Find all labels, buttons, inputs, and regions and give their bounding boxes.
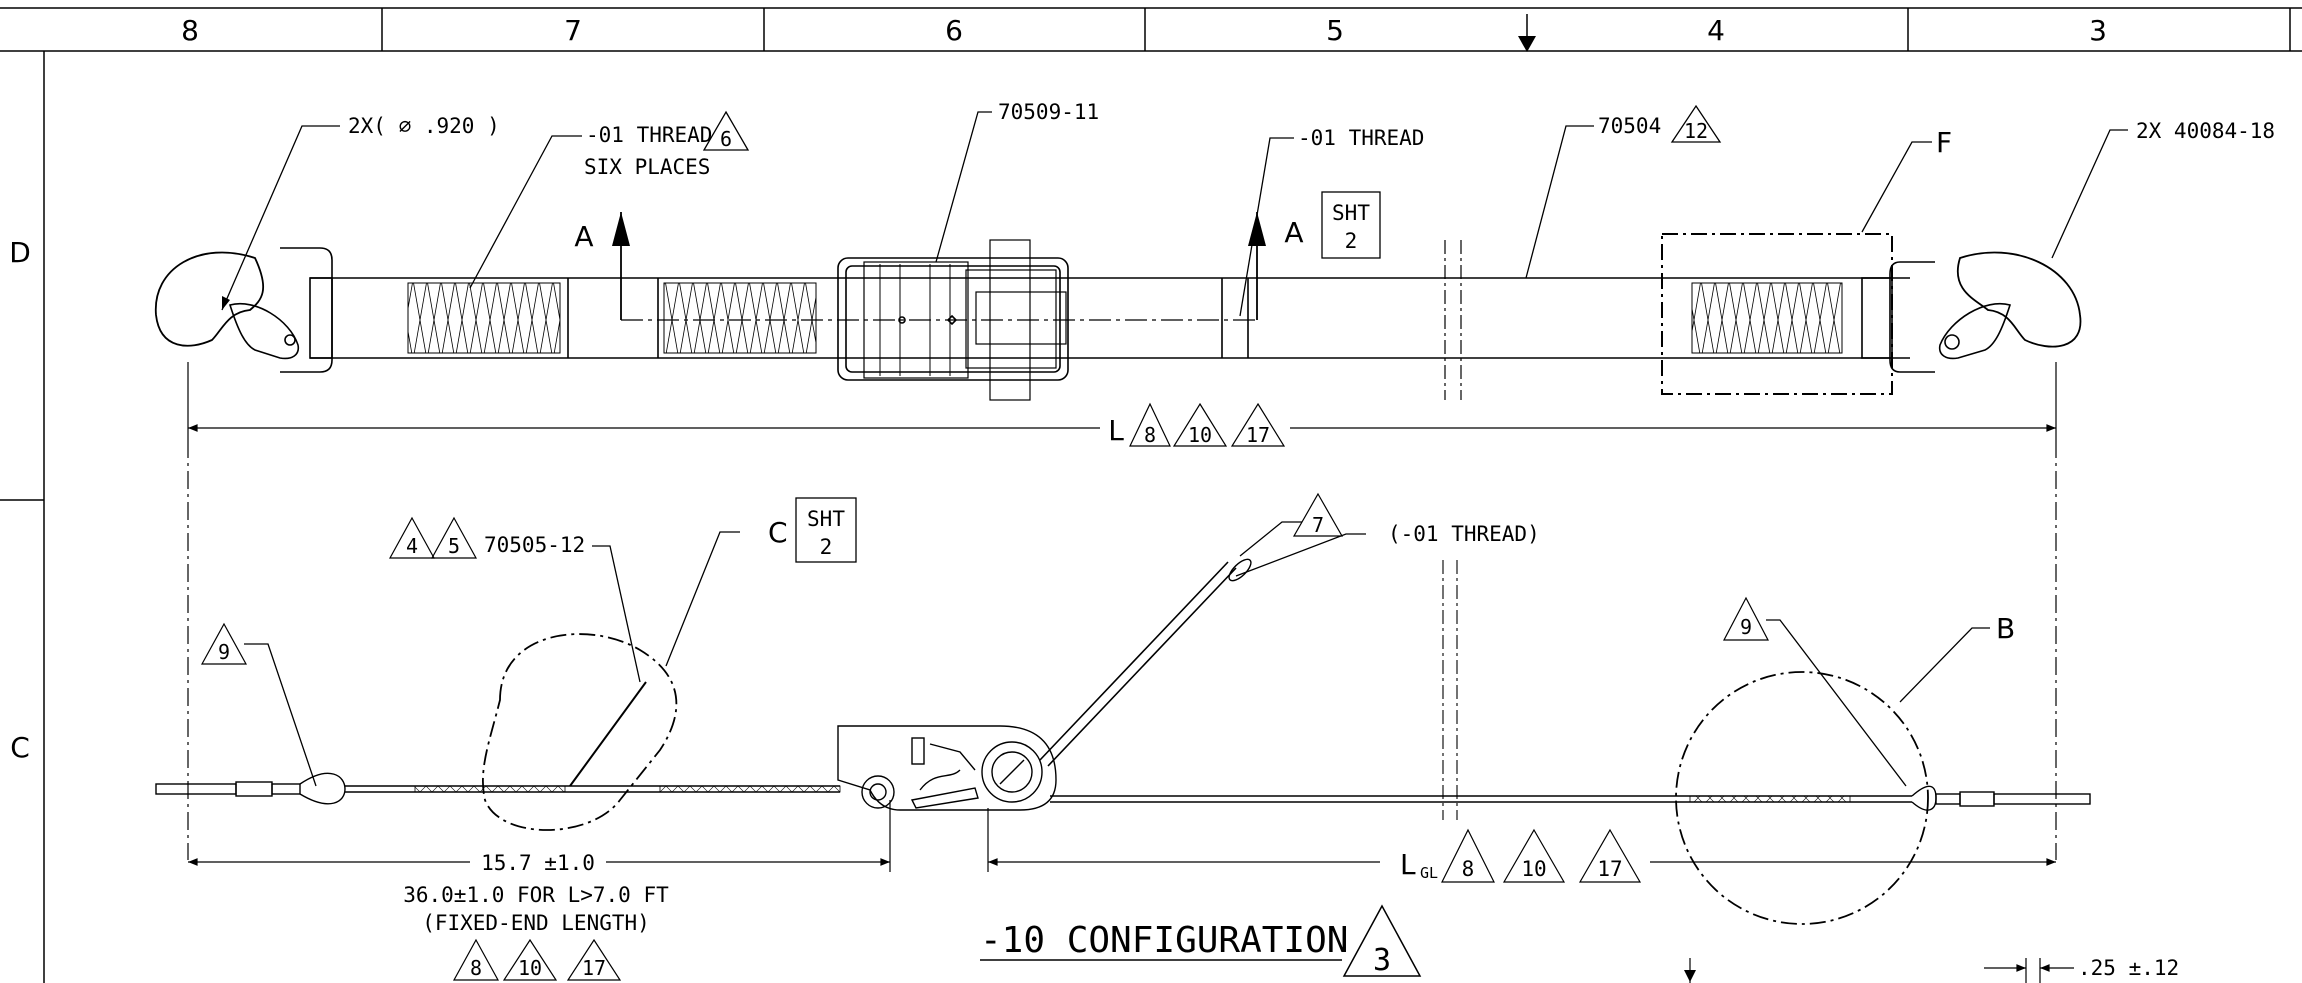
svg-text:8: 8 xyxy=(1462,857,1475,881)
detail-f-label: F xyxy=(1936,126,1952,159)
svg-text:17: 17 xyxy=(1246,423,1270,447)
thread-note-b: -01 THREAD xyxy=(1298,126,1424,150)
svg-text:6: 6 xyxy=(720,127,732,151)
flag-9-right: 9 xyxy=(1723,596,1769,641)
lgl-label: L xyxy=(1400,848,1416,881)
configuration-title: -10 CONFIGURATION xyxy=(980,920,1348,961)
svg-text:SHT: SHT xyxy=(1332,201,1370,225)
note-flags: 8 10 17 xyxy=(452,938,622,981)
svg-text:8: 8 xyxy=(470,956,482,980)
sht-box-side: SHT 2 xyxy=(795,497,857,563)
zone-col-4: 4 xyxy=(1707,14,1725,47)
svg-text:10: 10 xyxy=(1188,423,1212,447)
zone-col-7: 7 xyxy=(564,14,582,47)
fixed-end-dimension xyxy=(188,800,891,872)
lgl-flags: 8 10 17 xyxy=(1441,828,1642,883)
strap-part-number: 70504 xyxy=(1598,114,1661,138)
svg-text:SHT: SHT xyxy=(807,507,845,531)
lgl-dimension xyxy=(987,808,2056,872)
side-leaders xyxy=(244,521,1990,787)
drawing-border xyxy=(0,7,2302,983)
flags-4-5: 4 5 xyxy=(388,516,478,559)
svg-text:12: 12 xyxy=(1684,119,1708,143)
zone-col-6: 6 xyxy=(945,14,963,47)
zone-row-d: D xyxy=(9,236,31,269)
webbing-part-number: 70505-12 xyxy=(484,533,585,557)
svg-text:5: 5 xyxy=(448,534,460,558)
svg-text:17: 17 xyxy=(1597,857,1622,881)
length-label: L xyxy=(1108,414,1124,447)
fixed-end-dim-text: 15.7 ±1.0 xyxy=(481,851,595,875)
section-a-left: A xyxy=(574,220,593,253)
sht-box-top: SHT 2 xyxy=(1321,191,1381,259)
svg-text:17: 17 xyxy=(582,956,606,980)
zone-col-3: 3 xyxy=(2089,14,2107,47)
hook-part-number: 2X 40084-18 xyxy=(2136,119,2275,143)
length-flags: 8 10 17 xyxy=(1129,402,1286,447)
svg-text:4: 4 xyxy=(406,534,418,558)
detail-b-label: B xyxy=(1996,612,2015,645)
section-a-right: A xyxy=(1284,216,1303,249)
detail-c-label: C xyxy=(768,516,788,549)
fixed-end-note-1: 36.0±1.0 FOR L>7.0 FT xyxy=(403,883,669,907)
top-leaders xyxy=(221,111,2128,317)
thread-note-a: -01 THREAD xyxy=(586,123,712,147)
svg-text:10: 10 xyxy=(1521,857,1546,881)
flag-6: 6 xyxy=(702,110,750,151)
small-dim-text: .25 ±.12 xyxy=(2078,956,2179,980)
config-flag: 3 xyxy=(1342,904,1422,978)
svg-text:2: 2 xyxy=(1345,229,1358,253)
small-dimension xyxy=(1689,958,2074,983)
fixed-end-note-2: (FIXED-END LENGTH) xyxy=(422,911,650,935)
svg-text:2: 2 xyxy=(820,535,833,559)
zone-column-labels: 8 7 6 5 4 3 D C xyxy=(9,14,2107,764)
zone-row-c: C xyxy=(10,731,30,764)
svg-text:8: 8 xyxy=(1144,423,1156,447)
flag-7: 7 xyxy=(1292,492,1344,537)
lgl-subscript: GL xyxy=(1420,864,1438,882)
svg-text:7: 7 xyxy=(1312,513,1324,537)
svg-text:10: 10 xyxy=(518,956,542,980)
svg-text:3: 3 xyxy=(1373,943,1391,978)
thread-paren-note: (-01 THREAD) xyxy=(1388,522,1540,546)
length-dimension xyxy=(187,362,2057,860)
zone-col-5: 5 xyxy=(1326,14,1344,47)
hook-hole-note: 2X( ∅ .920 ) xyxy=(348,114,500,138)
svg-text:9: 9 xyxy=(218,640,230,664)
flag-9-left: 9 xyxy=(200,622,248,665)
zone-col-8: 8 xyxy=(181,14,199,47)
flag-12: 12 xyxy=(1670,104,1722,143)
ratchet-part-number: 70509-11 xyxy=(998,100,1099,124)
svg-text:9: 9 xyxy=(1740,615,1752,639)
side-view xyxy=(155,558,2091,925)
six-places-note: SIX PLACES xyxy=(584,155,710,179)
top-view xyxy=(155,212,2082,401)
